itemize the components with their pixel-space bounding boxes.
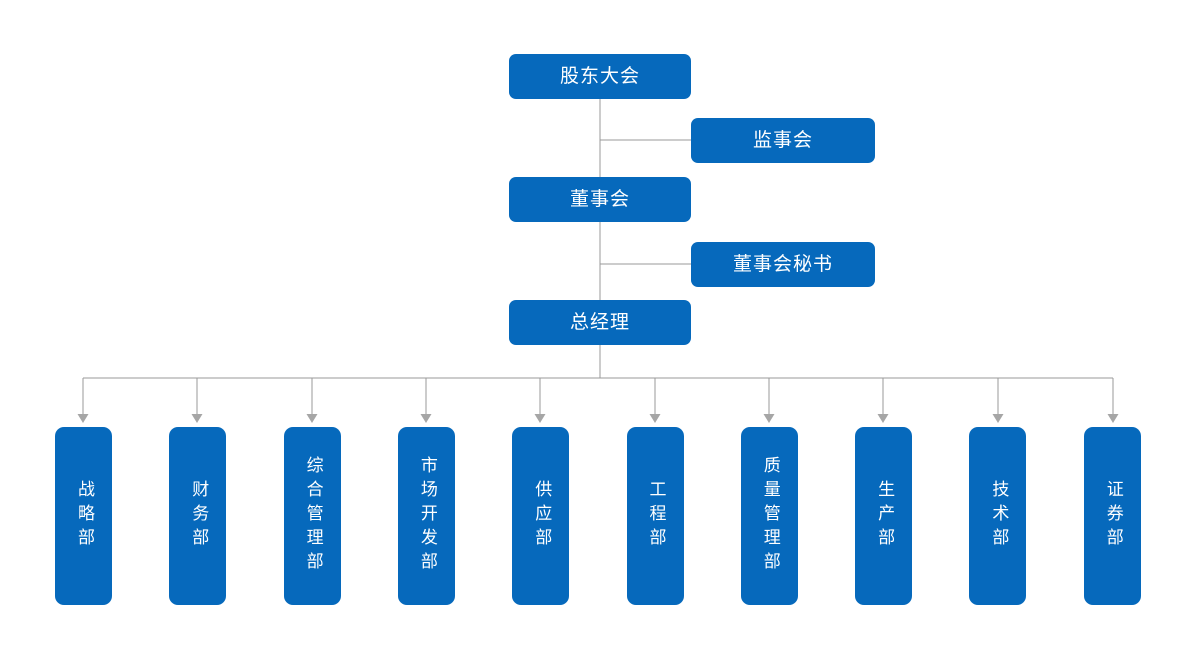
node-label: 证券部 [1102, 480, 1123, 552]
node-label: 质量管理部 [759, 456, 780, 576]
node-board-of-directors[interactable]: 董事会 [509, 177, 691, 222]
node-board-of-supervisors[interactable]: 监事会 [691, 118, 875, 163]
node-shareholders-meeting[interactable]: 股东大会 [509, 54, 691, 99]
node-label: 供应部 [531, 480, 552, 552]
node-label: 董事会秘书 [732, 253, 833, 275]
node-label: 生产部 [874, 480, 895, 552]
node-label: 工程部 [645, 480, 666, 552]
node-label: 监事会 [752, 129, 813, 151]
node-label: 综合管理部 [302, 456, 323, 576]
node-label: 财务部 [188, 480, 209, 552]
node-label: 技术部 [988, 480, 1009, 552]
node-department[interactable]: 质量管理部 [740, 427, 798, 605]
node-department[interactable]: 工程部 [626, 427, 684, 605]
node-label: 战略部 [74, 480, 94, 552]
node-department[interactable]: 综合管理部 [283, 427, 341, 605]
node-label: 市场开发部 [416, 456, 437, 576]
node-department[interactable]: 市场开发部 [397, 427, 455, 605]
node-board-secretary[interactable]: 董事会秘书 [691, 242, 875, 287]
node-label: 董事会 [569, 188, 630, 210]
node-label: 总经理 [569, 311, 630, 333]
node-department[interactable]: 证券部 [1083, 427, 1141, 605]
node-general-manager[interactable]: 总经理 [509, 300, 691, 345]
node-department[interactable]: 供应部 [512, 427, 570, 605]
node-department[interactable]: 财务部 [169, 427, 227, 605]
node-department[interactable]: 战略部 [55, 427, 112, 605]
node-department[interactable]: 技术部 [969, 427, 1027, 605]
node-department[interactable]: 生产部 [855, 427, 913, 605]
node-label: 股东大会 [559, 65, 640, 87]
